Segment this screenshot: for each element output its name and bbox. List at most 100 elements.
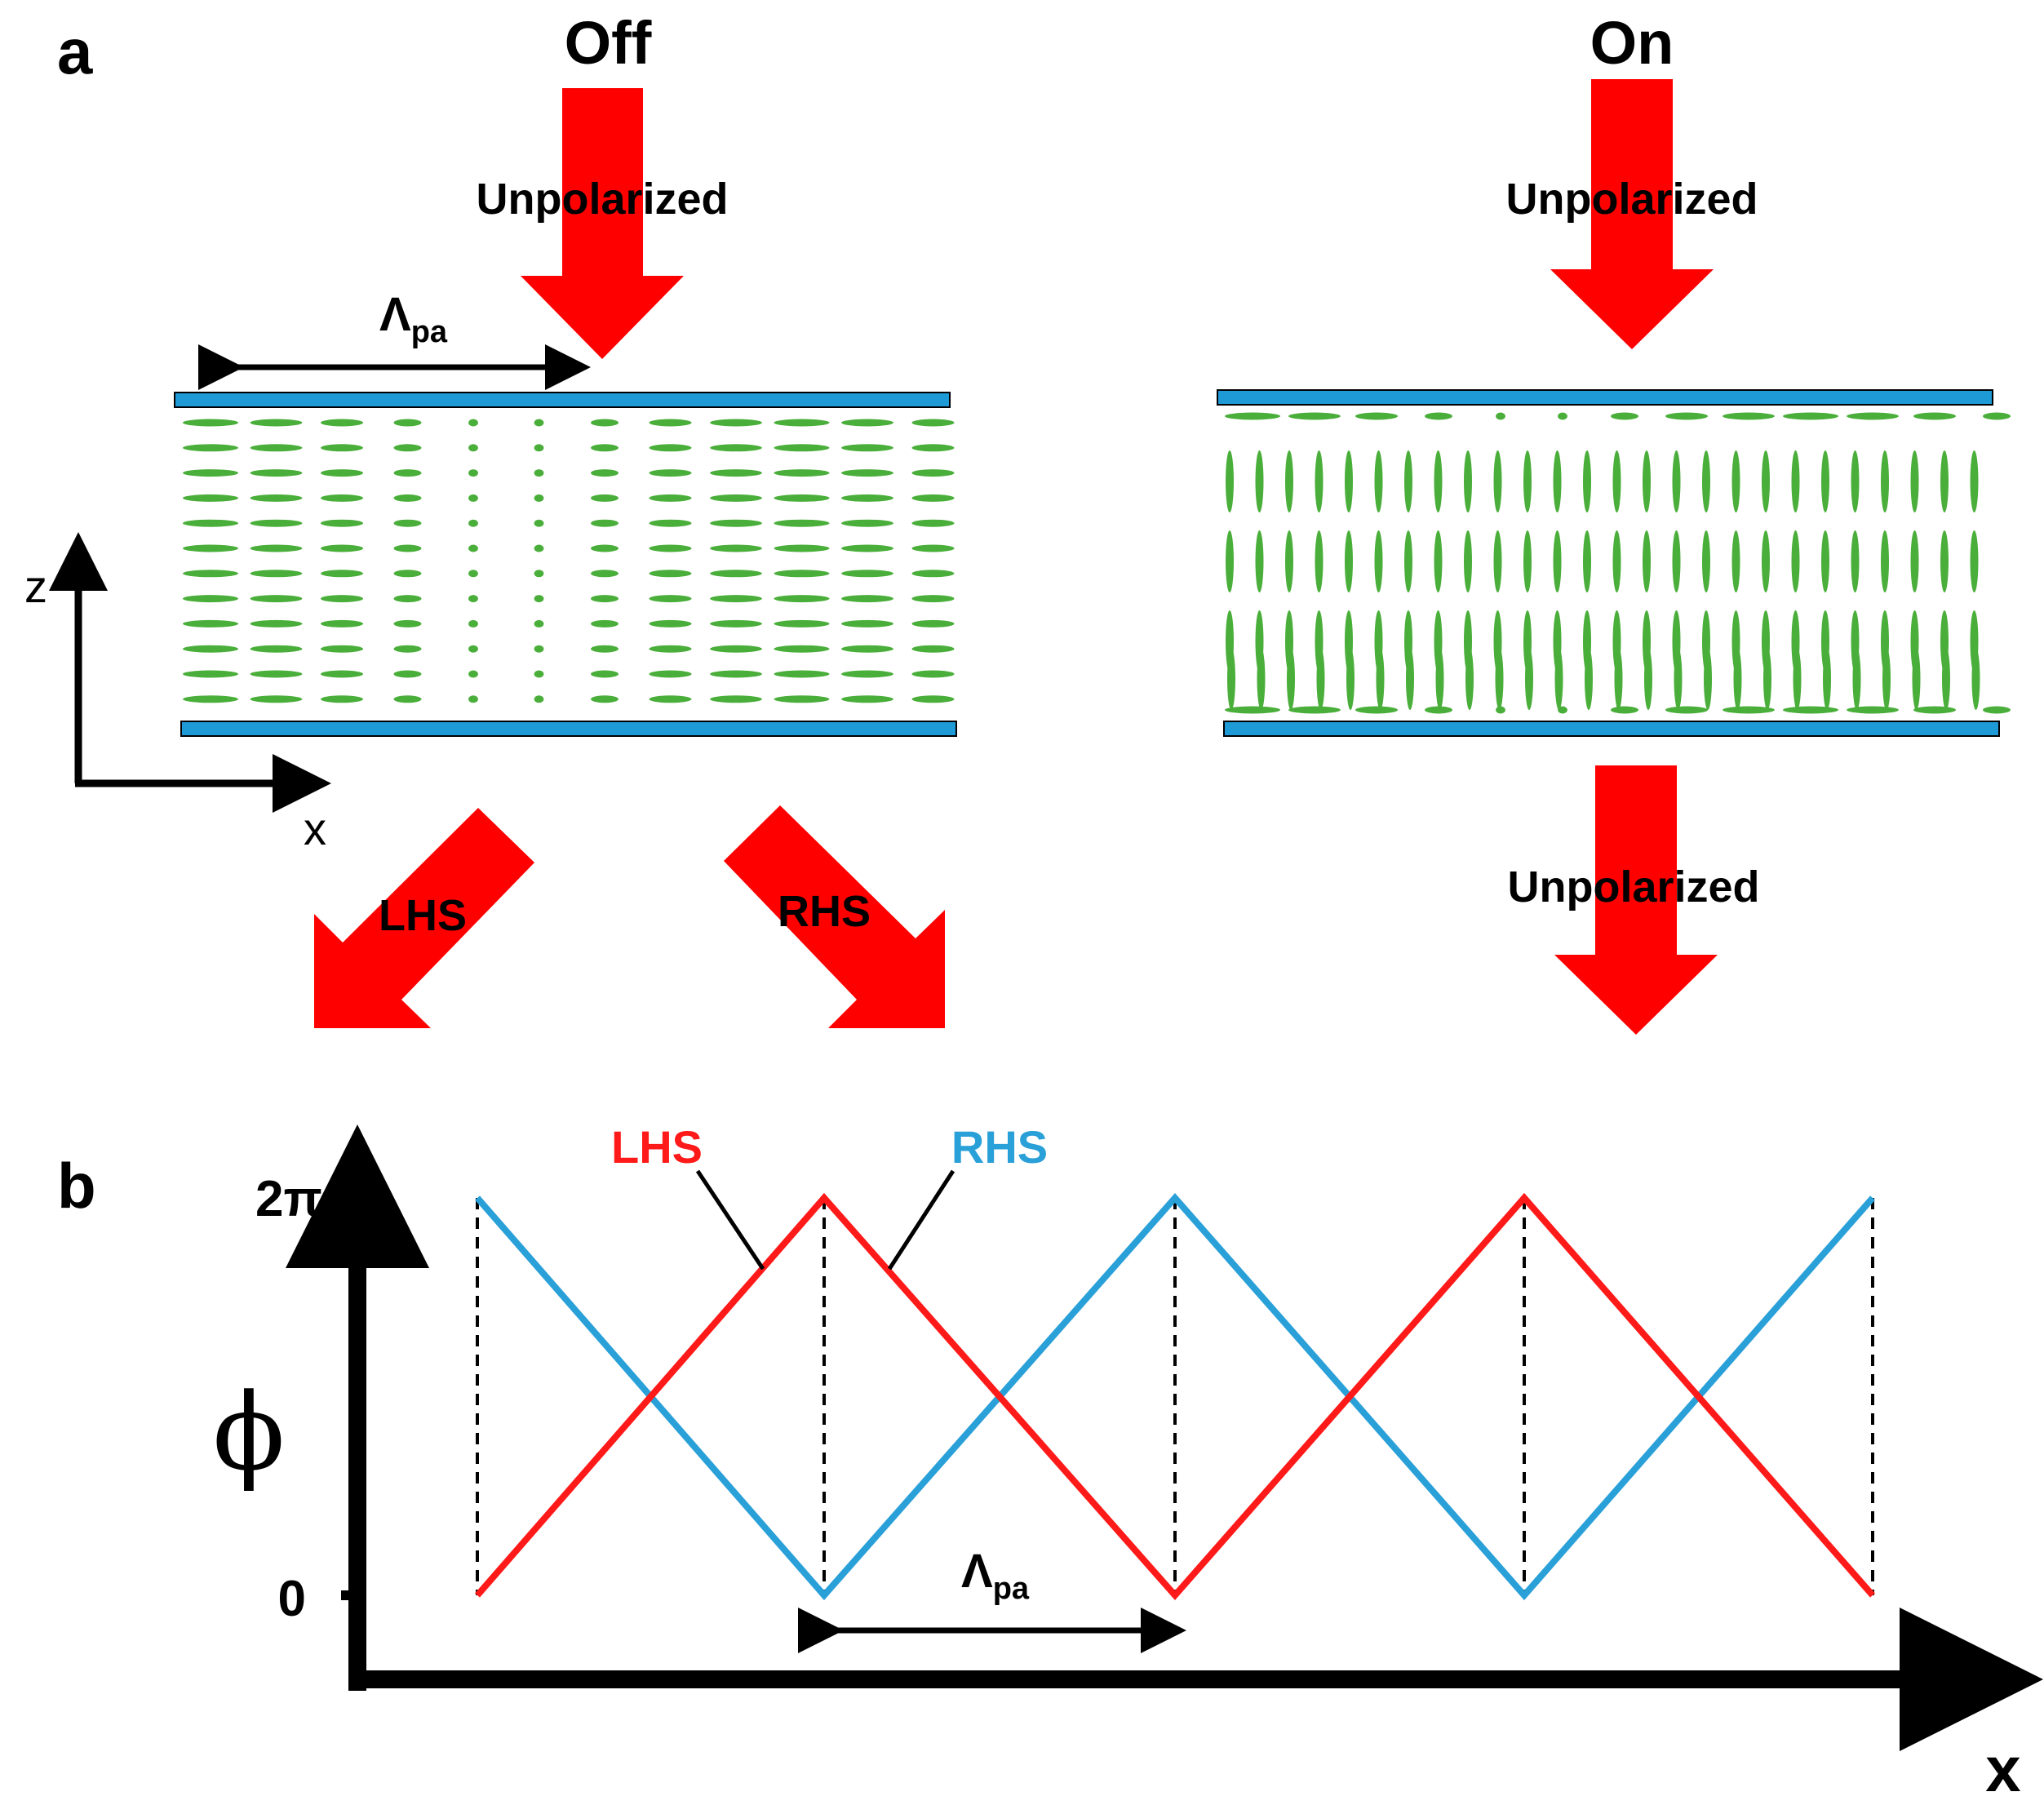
on-input-arrow: [1550, 79, 1714, 349]
lc-molecule: [649, 519, 692, 527]
lc-molecule: [1910, 530, 1919, 592]
lc-molecule: [710, 595, 762, 603]
on-output-label: Unpolarized: [1507, 863, 1759, 911]
lc-molecule: [393, 619, 422, 628]
lc-molecule: [1226, 450, 1234, 512]
lc-molecule: [1793, 648, 1802, 710]
lc-molecule: [1493, 530, 1502, 592]
lc-molecule: [1523, 450, 1532, 512]
lhs-curve-label: LHS: [611, 1121, 703, 1173]
lc-molecule: [250, 544, 303, 552]
lc-molecule: [1912, 648, 1921, 710]
lc-molecule: [321, 494, 363, 502]
lc-molecule: [183, 619, 238, 628]
lc-molecule: [321, 645, 363, 653]
lc-molecule: [393, 544, 422, 552]
lc-molecule: [591, 519, 619, 527]
lc-molecule: [1496, 706, 1505, 714]
lc-molecule: [710, 570, 762, 578]
lc-molecule: [1255, 530, 1264, 592]
lc-molecule: [1665, 706, 1708, 714]
lc-molecule: [393, 670, 422, 678]
lc-molecule: [534, 570, 544, 578]
lc-molecule: [774, 645, 830, 653]
lc-molecule: [1583, 530, 1591, 592]
lc-molecule: [1345, 450, 1353, 512]
lc-molecule: [183, 444, 238, 452]
lc-molecule: [911, 519, 955, 527]
lc-molecule: [591, 619, 619, 628]
lc-molecule: [1970, 450, 1979, 512]
lc-molecule: [1585, 648, 1593, 710]
lc-molecule: [250, 619, 303, 628]
lc-molecule: [1611, 412, 1638, 420]
lc-molecule: [1553, 450, 1562, 512]
lc-molecule: [1554, 648, 1563, 710]
lc-molecule: [1847, 412, 1899, 420]
lc-molecule: [911, 469, 955, 477]
lc-molecule: [774, 519, 830, 527]
lc-molecule: [911, 544, 955, 552]
lc-molecule: [591, 494, 619, 502]
lc-molecule: [1227, 648, 1235, 710]
lc-molecule: [1644, 648, 1652, 710]
lc-molecule: [321, 444, 363, 452]
b-period-label: Λpa: [961, 1545, 1030, 1606]
lc-molecule: [534, 619, 544, 628]
lc-molecule: [1558, 706, 1567, 714]
lc-molecule: [841, 494, 893, 502]
rhs-output-arrow: [724, 805, 945, 1028]
lc-molecule: [1672, 450, 1681, 512]
lc-molecule: [468, 419, 478, 427]
lc-molecule: [250, 645, 303, 653]
lc-molecule: [1614, 648, 1623, 710]
lc-molecule: [321, 619, 363, 628]
lc-molecule: [841, 595, 893, 603]
lc-molecule: [1316, 648, 1325, 710]
lc-molecule: [710, 619, 762, 628]
lc-molecule: [1723, 412, 1775, 420]
lc-molecule: [1406, 648, 1414, 710]
lc-molecule: [1940, 450, 1949, 512]
off-lc-molecules: [183, 419, 955, 703]
lc-molecule: [1643, 450, 1651, 512]
lc-molecule: [1942, 648, 1950, 710]
on-lc-molecules: [1225, 412, 2011, 714]
lc-molecule: [591, 444, 619, 452]
y-tick-0: 0: [278, 1571, 306, 1627]
lc-molecule: [1374, 530, 1383, 592]
lc-molecule: [1288, 412, 1341, 420]
lc-molecule: [1225, 706, 1280, 714]
on-title: On: [1590, 9, 1674, 77]
lc-molecule: [393, 494, 422, 502]
lc-molecule: [1983, 706, 2011, 714]
lc-molecule: [1847, 706, 1899, 714]
on-input-label: Unpolarized: [1505, 175, 1758, 224]
lc-molecule: [1496, 412, 1505, 420]
off-input-label: Unpolarized: [476, 175, 728, 224]
lc-molecule: [774, 595, 830, 603]
lc-molecule: [1425, 412, 1452, 420]
lc-molecule: [1465, 648, 1474, 710]
lc-molecule: [911, 444, 955, 452]
lc-molecule: [250, 419, 303, 427]
lc-molecule: [1434, 450, 1443, 512]
lc-molecule: [649, 444, 692, 452]
lc-molecule: [1493, 450, 1502, 512]
lc-molecule: [1553, 530, 1562, 592]
lc-molecule: [1525, 648, 1533, 710]
lc-molecule: [468, 444, 478, 452]
lc-molecule: [1723, 706, 1775, 714]
off-top-plate: [174, 392, 951, 408]
lc-molecule: [1821, 530, 1829, 592]
lc-molecule: [710, 444, 762, 452]
lc-molecule: [1983, 412, 2011, 420]
lc-molecule: [1783, 412, 1838, 420]
off-bottom-plate: [180, 721, 957, 737]
lc-molecule: [591, 645, 619, 653]
lc-molecule: [1881, 530, 1889, 592]
lc-molecule: [1674, 648, 1683, 710]
lc-molecule: [911, 670, 955, 678]
lc-molecule: [250, 494, 303, 502]
